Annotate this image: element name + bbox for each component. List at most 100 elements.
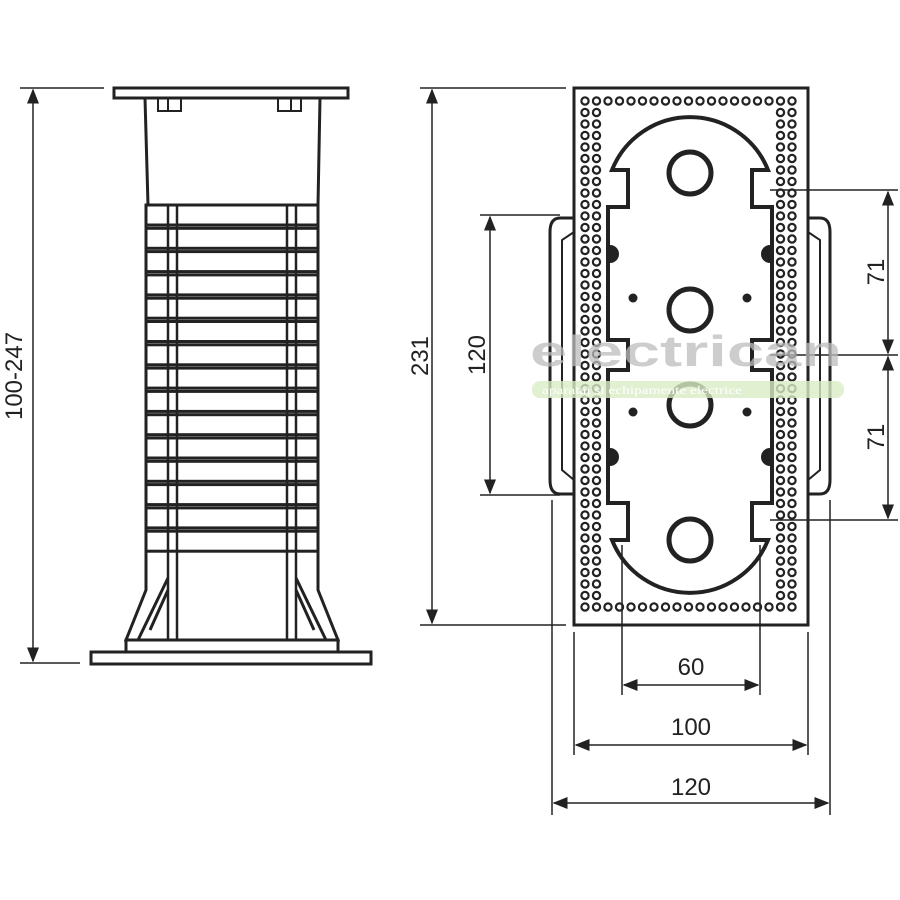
- perforation-dot: [603, 602, 613, 612]
- perforation-dot: [580, 544, 590, 555]
- perforation-dot: [787, 429, 797, 440]
- perforation-dot: [775, 372, 786, 382]
- label-box-width: 100: [671, 714, 711, 741]
- perforation-dot: [649, 96, 659, 106]
- perforation-dot: [775, 96, 786, 106]
- perforation-dot: [580, 188, 590, 198]
- perforation-dot: [775, 590, 786, 601]
- perforation-dot: [775, 556, 786, 566]
- perforation-dot: [787, 234, 797, 244]
- pedestal-rib: [144, 366, 320, 390]
- perforation-dot: [775, 153, 786, 164]
- perforation-dot: [787, 245, 797, 256]
- perforation-dot: [787, 418, 797, 428]
- perforation-dot: [775, 211, 786, 221]
- perforation-dot: [580, 429, 590, 440]
- pedestal-rib: [144, 436, 320, 460]
- label-ear-height: 120: [464, 335, 491, 375]
- perforation-dot: [591, 107, 602, 118]
- pedestal-rib: [144, 226, 320, 250]
- pedestal-rib: [144, 203, 320, 227]
- perforation-dot: [775, 602, 786, 612]
- perforation-dot: [580, 176, 590, 187]
- perforation-dot: [672, 602, 682, 612]
- perforation-dot: [787, 280, 797, 290]
- perforation-dot: [591, 441, 602, 451]
- perforation-dot: [580, 234, 590, 244]
- pedestal-rib: [144, 389, 320, 413]
- perforation-dot: [787, 153, 797, 164]
- perforation-dot: [787, 360, 797, 371]
- perforation-dot: [764, 602, 774, 612]
- perforation-dot: [787, 556, 797, 566]
- perforation-dot: [580, 280, 590, 290]
- perforation-dot: [591, 510, 602, 520]
- perforation-dot: [775, 314, 786, 325]
- perforation-dot: [580, 567, 590, 578]
- pedestal-rib: [144, 529, 320, 553]
- perforation-dot: [591, 533, 602, 543]
- perforation-dot: [591, 452, 602, 463]
- perforation-dot: [591, 544, 602, 555]
- perforation-dot: [580, 142, 590, 152]
- perforation-dot: [775, 498, 786, 509]
- perforation-dot: [787, 475, 797, 486]
- perforation-dot: [775, 360, 786, 371]
- perforation-dot: [591, 521, 602, 532]
- perforation-dot: [729, 602, 740, 612]
- perforation-dot: [775, 222, 786, 233]
- perforation-dot: [775, 257, 786, 267]
- perforation-dot: [775, 326, 786, 336]
- perforation-dot: [683, 602, 694, 612]
- pedestal-leg-left: [123, 555, 170, 642]
- perforation-dot: [580, 406, 590, 417]
- perforation-dot: [591, 234, 602, 244]
- perforation-dot: [741, 602, 751, 612]
- perforation-dot: [775, 268, 786, 279]
- perforation-dot: [787, 199, 797, 210]
- perforation-dot: [787, 372, 797, 382]
- perforation-dot: [787, 303, 797, 313]
- perforation-dot: [787, 441, 797, 451]
- pedestal-rib: [144, 273, 320, 297]
- box-dimension-lines: [420, 87, 898, 815]
- perforation-dot: [775, 176, 786, 187]
- label-overall-width: 120: [671, 774, 711, 801]
- pedestal-top-plate: [112, 86, 350, 100]
- perforation-dot: [718, 96, 728, 106]
- perforation-dot: [580, 257, 590, 267]
- perforation-dot: [580, 498, 590, 509]
- perforation-dot: [591, 199, 602, 210]
- perforation-dot: [603, 96, 613, 106]
- perforation-dot: [580, 119, 590, 129]
- perforation-dot: [775, 406, 786, 417]
- perforation-dot: [591, 487, 602, 497]
- perforation-dot: [787, 314, 797, 325]
- perforation-dot: [787, 176, 797, 187]
- perforation-dot: [614, 602, 625, 612]
- perforation-dot: [614, 96, 625, 106]
- pedestal-rib: [144, 250, 320, 274]
- pedestal-rib: [144, 459, 320, 483]
- junction-box-front-view: [548, 86, 832, 627]
- perforation-dot: [580, 303, 590, 313]
- perforation-dot: [775, 199, 786, 210]
- perforation-dot: [591, 602, 602, 612]
- pedestal-ribs: [144, 203, 320, 553]
- perforation-dot: [775, 303, 786, 313]
- perforation-dot: [787, 222, 797, 233]
- perforation-dot: [775, 280, 786, 290]
- perforation-dot: [787, 291, 797, 302]
- perforation-dot: [591, 406, 602, 417]
- perforation-dot: [580, 556, 590, 566]
- perforation-dot: [787, 602, 797, 612]
- perforation-dot: [787, 326, 797, 336]
- perforation-dot: [695, 602, 705, 612]
- perforation-dot: [580, 360, 590, 371]
- perforation-dot: [580, 487, 590, 497]
- perforation-dot: [729, 96, 740, 106]
- pedestal-rib: [144, 483, 320, 507]
- perforation-dot: [775, 533, 786, 543]
